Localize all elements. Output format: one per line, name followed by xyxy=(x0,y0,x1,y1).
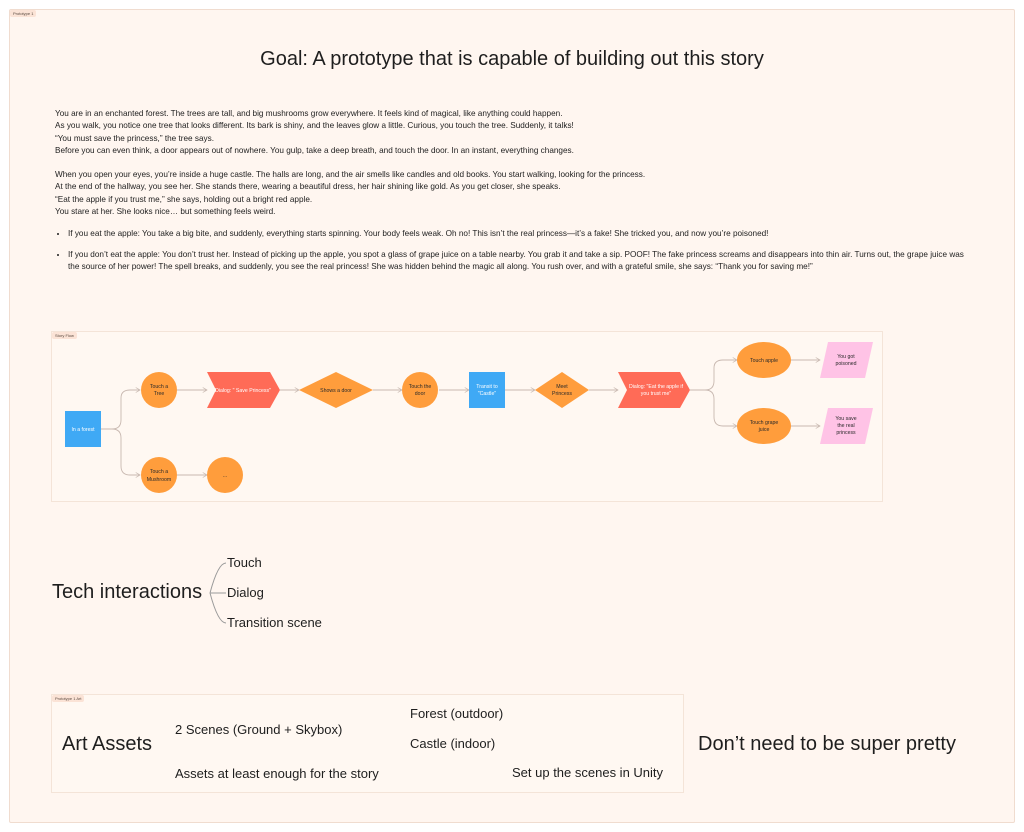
art-castle: Castle (indoor) xyxy=(410,736,496,751)
choice-eat-apple: If you eat the apple: You take a big bit… xyxy=(68,228,965,240)
node-label: Touch a xyxy=(150,384,168,390)
tech-title: Tech interactions xyxy=(52,581,203,603)
edge-dialog-grape xyxy=(690,389,737,426)
choice-refuse-apple: If you don’t eat the apple: You don’t tr… xyxy=(68,249,965,274)
story-line: You are in an enchanted forest. The tree… xyxy=(55,109,563,118)
flow-edges xyxy=(101,360,820,475)
node-label: princess xyxy=(836,430,856,436)
story-line: “Eat the apple if you trust me,” she say… xyxy=(55,194,313,204)
edge-forest-tree xyxy=(101,390,140,430)
node-label: Princess xyxy=(552,391,572,397)
node-label: juice xyxy=(758,427,770,433)
art-scenes: 2 Scenes (Ground + Skybox) xyxy=(175,722,343,737)
node-label: Transit to xyxy=(476,384,498,390)
goal-title: Goal: A prototype that is capable of bui… xyxy=(260,48,764,70)
node-meet-princess[interactable]: Meet Princess xyxy=(535,372,589,408)
edge-dialog-apple xyxy=(690,360,737,391)
story-line: As you walk, you notice one tree that lo… xyxy=(55,121,574,131)
node-ellipsis[interactable]: ... xyxy=(207,457,243,493)
node-label: You got xyxy=(837,354,855,360)
node-label: Dialog: " Save Princess" xyxy=(215,388,271,394)
node-shows-door[interactable]: Shows a door xyxy=(299,372,373,408)
node-saved-princess[interactable]: You save the real princess xyxy=(820,408,873,444)
story-choices: If you eat the apple: You take a big bit… xyxy=(55,228,965,273)
node-label: Mushroom xyxy=(147,477,172,483)
node-label: Shows a door xyxy=(320,388,352,394)
node-touch-grape-juice[interactable]: Touch grape juice xyxy=(737,408,791,444)
node-label: you trust me" xyxy=(641,391,672,397)
story-flow-tag[interactable]: Story Flow xyxy=(52,332,77,339)
story-text: You are in an enchanted forest. The tree… xyxy=(55,108,965,281)
node-label: "Castle" xyxy=(478,391,497,397)
node-label: In a forest xyxy=(71,427,95,433)
node-label: Dialog: "Eat the apple if xyxy=(629,384,684,390)
node-dialog-save-princess[interactable]: Dialog: " Save Princess" xyxy=(207,372,280,408)
story-line: Before you can even think, a door appear… xyxy=(55,145,574,155)
node-touch-door[interactable]: Touch the door xyxy=(402,372,438,408)
node-touch-tree[interactable]: Touch a Tree xyxy=(141,372,177,408)
node-label: Touch a xyxy=(150,469,168,475)
node-label: Meet xyxy=(556,384,568,390)
node-label: poisoned xyxy=(835,361,856,367)
note-not-pretty: Don’t need to be super pretty xyxy=(698,733,956,755)
art-assets: Assets at least enough for the story xyxy=(175,766,379,781)
node-label: You save xyxy=(835,416,856,422)
node-label: door xyxy=(415,391,426,397)
node-label: Touch apple xyxy=(750,358,778,364)
tech-item-transition: Transition scene xyxy=(227,615,322,630)
edge-forest-mushroom xyxy=(101,428,140,475)
node-label: Touch the xyxy=(409,384,432,390)
story-line: “You must save the princess,” the tree s… xyxy=(55,133,214,143)
node-touch-mushroom[interactable]: Touch a Mushroom xyxy=(141,457,177,493)
node-touch-apple[interactable]: Touch apple xyxy=(737,342,791,378)
node-label: Tree xyxy=(154,391,165,397)
node-label: Touch grape xyxy=(750,420,779,426)
tech-item-dialog: Dialog xyxy=(227,585,264,600)
node-poisoned[interactable]: You got poisoned xyxy=(820,342,873,378)
art-title: Art Assets xyxy=(62,733,153,755)
prototype-frame-tag[interactable]: Prototype 1 xyxy=(10,10,37,17)
node-label: ... xyxy=(223,473,227,479)
story-line: You stare at her. She looks nice… but so… xyxy=(55,207,276,217)
art-frame xyxy=(51,694,684,793)
art-frame-tag[interactable]: Prototype 1 Art xyxy=(52,695,85,702)
art-unity: Set up the scenes in Unity xyxy=(512,765,664,780)
node-dialog-eat-apple[interactable]: Dialog: "Eat the apple if you trust me" xyxy=(618,372,690,408)
node-label: the real xyxy=(837,423,854,429)
node-in-forest[interactable]: In a forest xyxy=(65,411,101,447)
art-forest: Forest (outdoor) xyxy=(410,706,504,721)
story-line: At the end of the hallway, you see her. … xyxy=(55,182,561,192)
tech-connectors xyxy=(209,562,227,624)
tech-item-touch: Touch xyxy=(227,555,262,570)
node-transit-castle[interactable]: Transit to "Castle" xyxy=(469,372,505,408)
story-line: When you open your eyes, you’re inside a… xyxy=(55,170,646,180)
